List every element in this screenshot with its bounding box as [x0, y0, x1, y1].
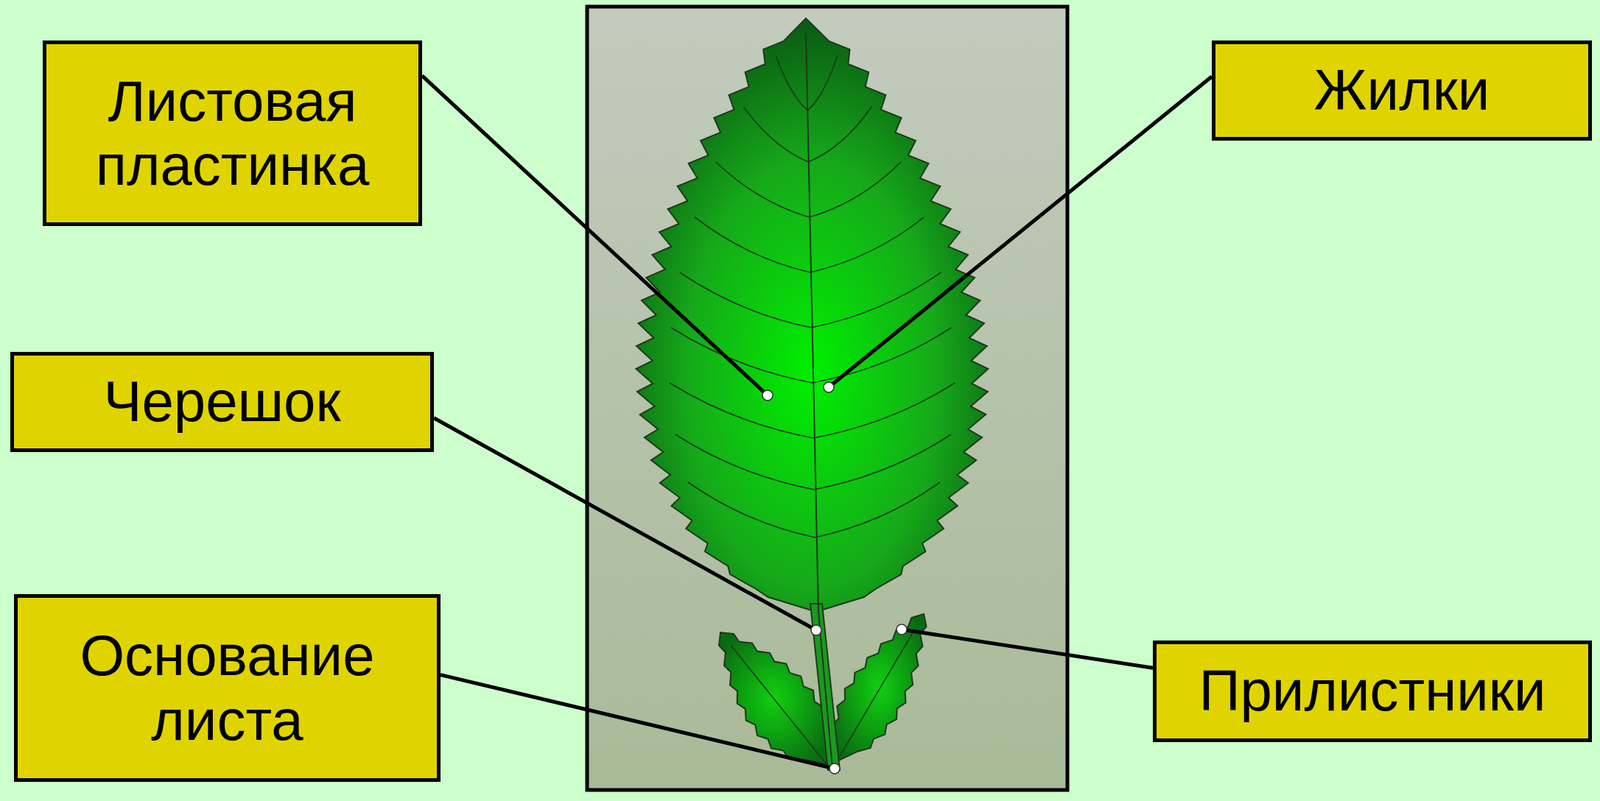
label-box: Основание листа: [13, 594, 441, 783]
lateral-vein: [743, 106, 809, 163]
pointer-dot: [896, 624, 907, 635]
lateral-vein: [810, 217, 924, 273]
lateral-vein: [814, 482, 940, 538]
label-box: Жилки: [1211, 40, 1592, 141]
stipule-vein: [836, 629, 915, 762]
lateral-vein: [775, 55, 808, 111]
leader-lines: [422, 75, 1212, 775]
leader-line: [433, 418, 817, 631]
lateral-vein: [813, 383, 955, 439]
midrib: [805, 33, 833, 770]
part-name: Прилистники: [1188, 659, 1556, 724]
pointer-dot: [823, 382, 834, 393]
lateral-vein: [669, 383, 814, 439]
lateral-vein: [694, 217, 811, 273]
leaf: [635, 18, 988, 771]
pointer-dot: [829, 763, 840, 775]
lateral-vein: [679, 272, 812, 328]
part-name: Листовая пластинка: [46, 69, 419, 199]
lateral-vein: [671, 327, 812, 384]
stipule: [832, 614, 927, 762]
leader-line: [440, 675, 835, 770]
lateral-vein: [809, 162, 901, 218]
lateral-vein: [688, 482, 815, 538]
picture-frame: [587, 6, 1068, 791]
leader-line: [901, 629, 1153, 669]
part-name: Основание листа: [17, 623, 437, 753]
pointer-dot: [811, 625, 822, 636]
lateral-vein: [808, 106, 872, 163]
part-name: Жилки: [1303, 58, 1501, 123]
part-name: Черешок: [92, 369, 351, 434]
lateral-vein: [675, 434, 815, 490]
lateral-vein: [813, 434, 952, 490]
label-box: Прилистники: [1152, 640, 1592, 743]
pointer-dot: [762, 390, 773, 401]
leader-line: [828, 76, 1212, 388]
label-box: Черешок: [10, 352, 434, 453]
lateral-vein: [811, 272, 941, 328]
label-box: Листовая пластинка: [42, 40, 423, 227]
leader-line: [422, 75, 768, 396]
lateral-vein: [807, 55, 838, 111]
lateral-vein: [812, 327, 952, 384]
lateral-vein: [716, 162, 810, 218]
